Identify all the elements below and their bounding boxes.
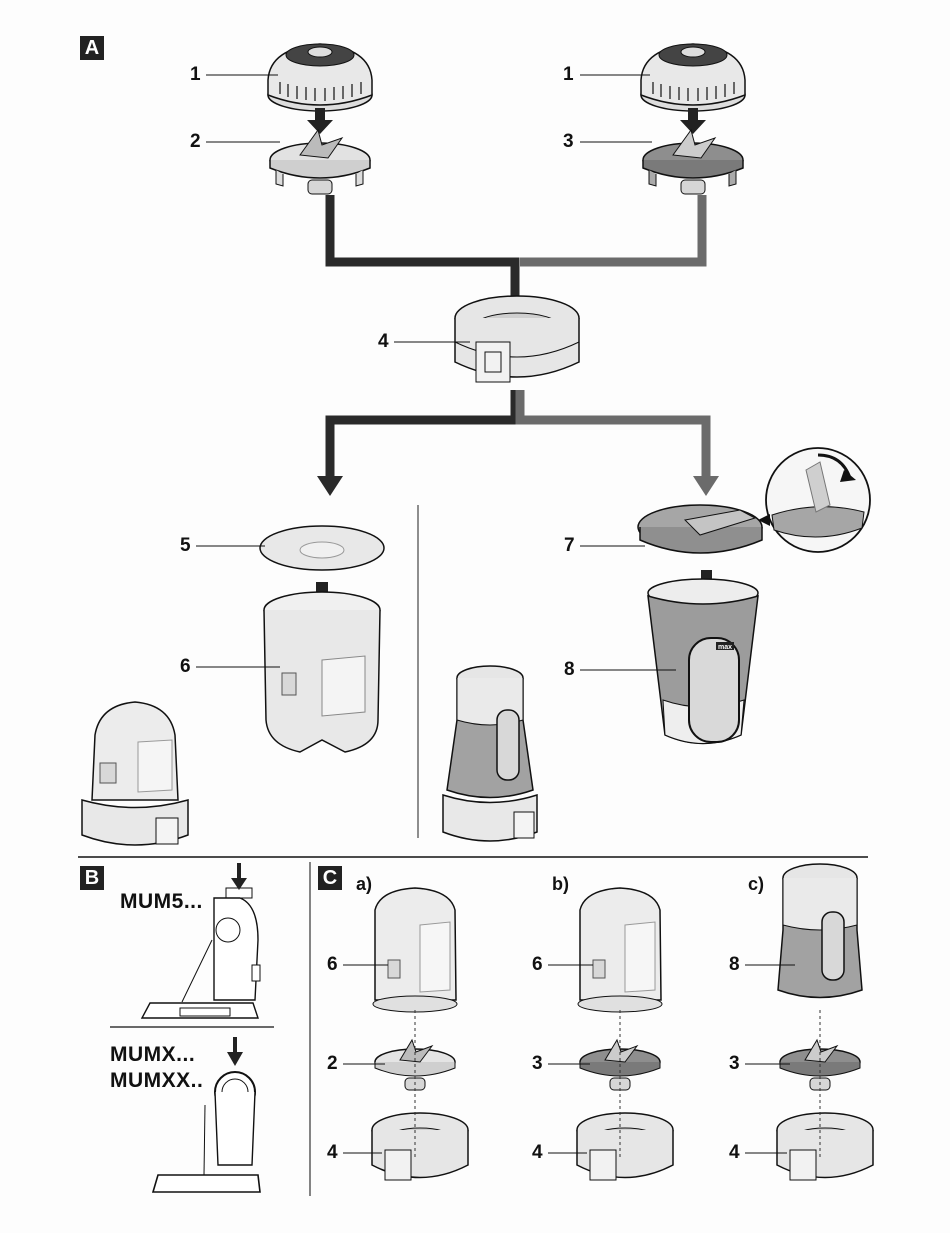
variant-a-ring [372, 1113, 468, 1180]
variant-b-callout-bowl: 6 [532, 954, 543, 976]
arrow-lid-to-blade-right [680, 108, 706, 134]
callout-6: 6 [180, 656, 191, 678]
model-label-mumx: MUMX... [110, 1043, 195, 1067]
variant-b-label: b) [552, 874, 569, 895]
variant-c-callout-ring: 4 [729, 1142, 740, 1164]
variant-c-label: c) [748, 874, 764, 895]
flip-lid [638, 505, 762, 553]
variant-a-callout-blade: 2 [327, 1053, 338, 1075]
section-c-badge: C [318, 866, 342, 890]
callout-3: 3 [563, 131, 574, 153]
variant-b-callout-ring: 4 [532, 1142, 543, 1164]
grinder-bowl [648, 579, 758, 744]
cutter-lid-left [268, 44, 372, 111]
variant-a-callout-ring: 4 [327, 1142, 338, 1164]
arrow-mumx [227, 1037, 243, 1066]
cutter-lid-right [641, 44, 745, 111]
arrow-mum5 [231, 863, 247, 890]
bowl-cap [260, 526, 384, 570]
blade-disc-light [270, 130, 370, 194]
variant-c-ring [777, 1113, 873, 1180]
model-label-mum5: MUM5... [120, 890, 203, 914]
variant-b-ring [577, 1113, 673, 1180]
arrow-lid-to-blade-left [307, 108, 333, 134]
callout-4: 4 [378, 331, 389, 353]
variant-a-bowl [373, 888, 457, 1012]
assembled-grinder [443, 666, 537, 841]
arrow-to-chopper [317, 476, 343, 496]
variant-b-callout-blade: 3 [532, 1053, 543, 1075]
callout-5: 5 [180, 535, 191, 557]
variant-a-callout-bowl: 6 [327, 954, 338, 976]
model-label-mumxx: MUMXX.. [110, 1069, 203, 1093]
assembled-chopper [82, 702, 188, 845]
callout-1-right: 1 [563, 64, 574, 86]
variant-a-label: a) [356, 874, 372, 895]
callout-8: 8 [564, 659, 575, 681]
lid-detail-magnifier [758, 448, 870, 552]
max-mark-label: max [718, 644, 732, 651]
variant-b-bowl [578, 888, 662, 1012]
chopper-bowl [264, 592, 380, 752]
variant-c-grinder [778, 864, 862, 998]
callout-7: 7 [564, 535, 575, 557]
variant-c-callout-bowl: 8 [729, 954, 740, 976]
variant-c-callout-blade: 3 [729, 1053, 740, 1075]
section-a-badge: A [80, 36, 104, 60]
arrow-to-grinder [693, 476, 719, 496]
blade-disc-dark [643, 130, 743, 194]
base-ring [455, 296, 579, 382]
callout-2: 2 [190, 131, 201, 153]
section-b-badge: B [80, 866, 104, 890]
callout-1-left: 1 [190, 64, 201, 86]
